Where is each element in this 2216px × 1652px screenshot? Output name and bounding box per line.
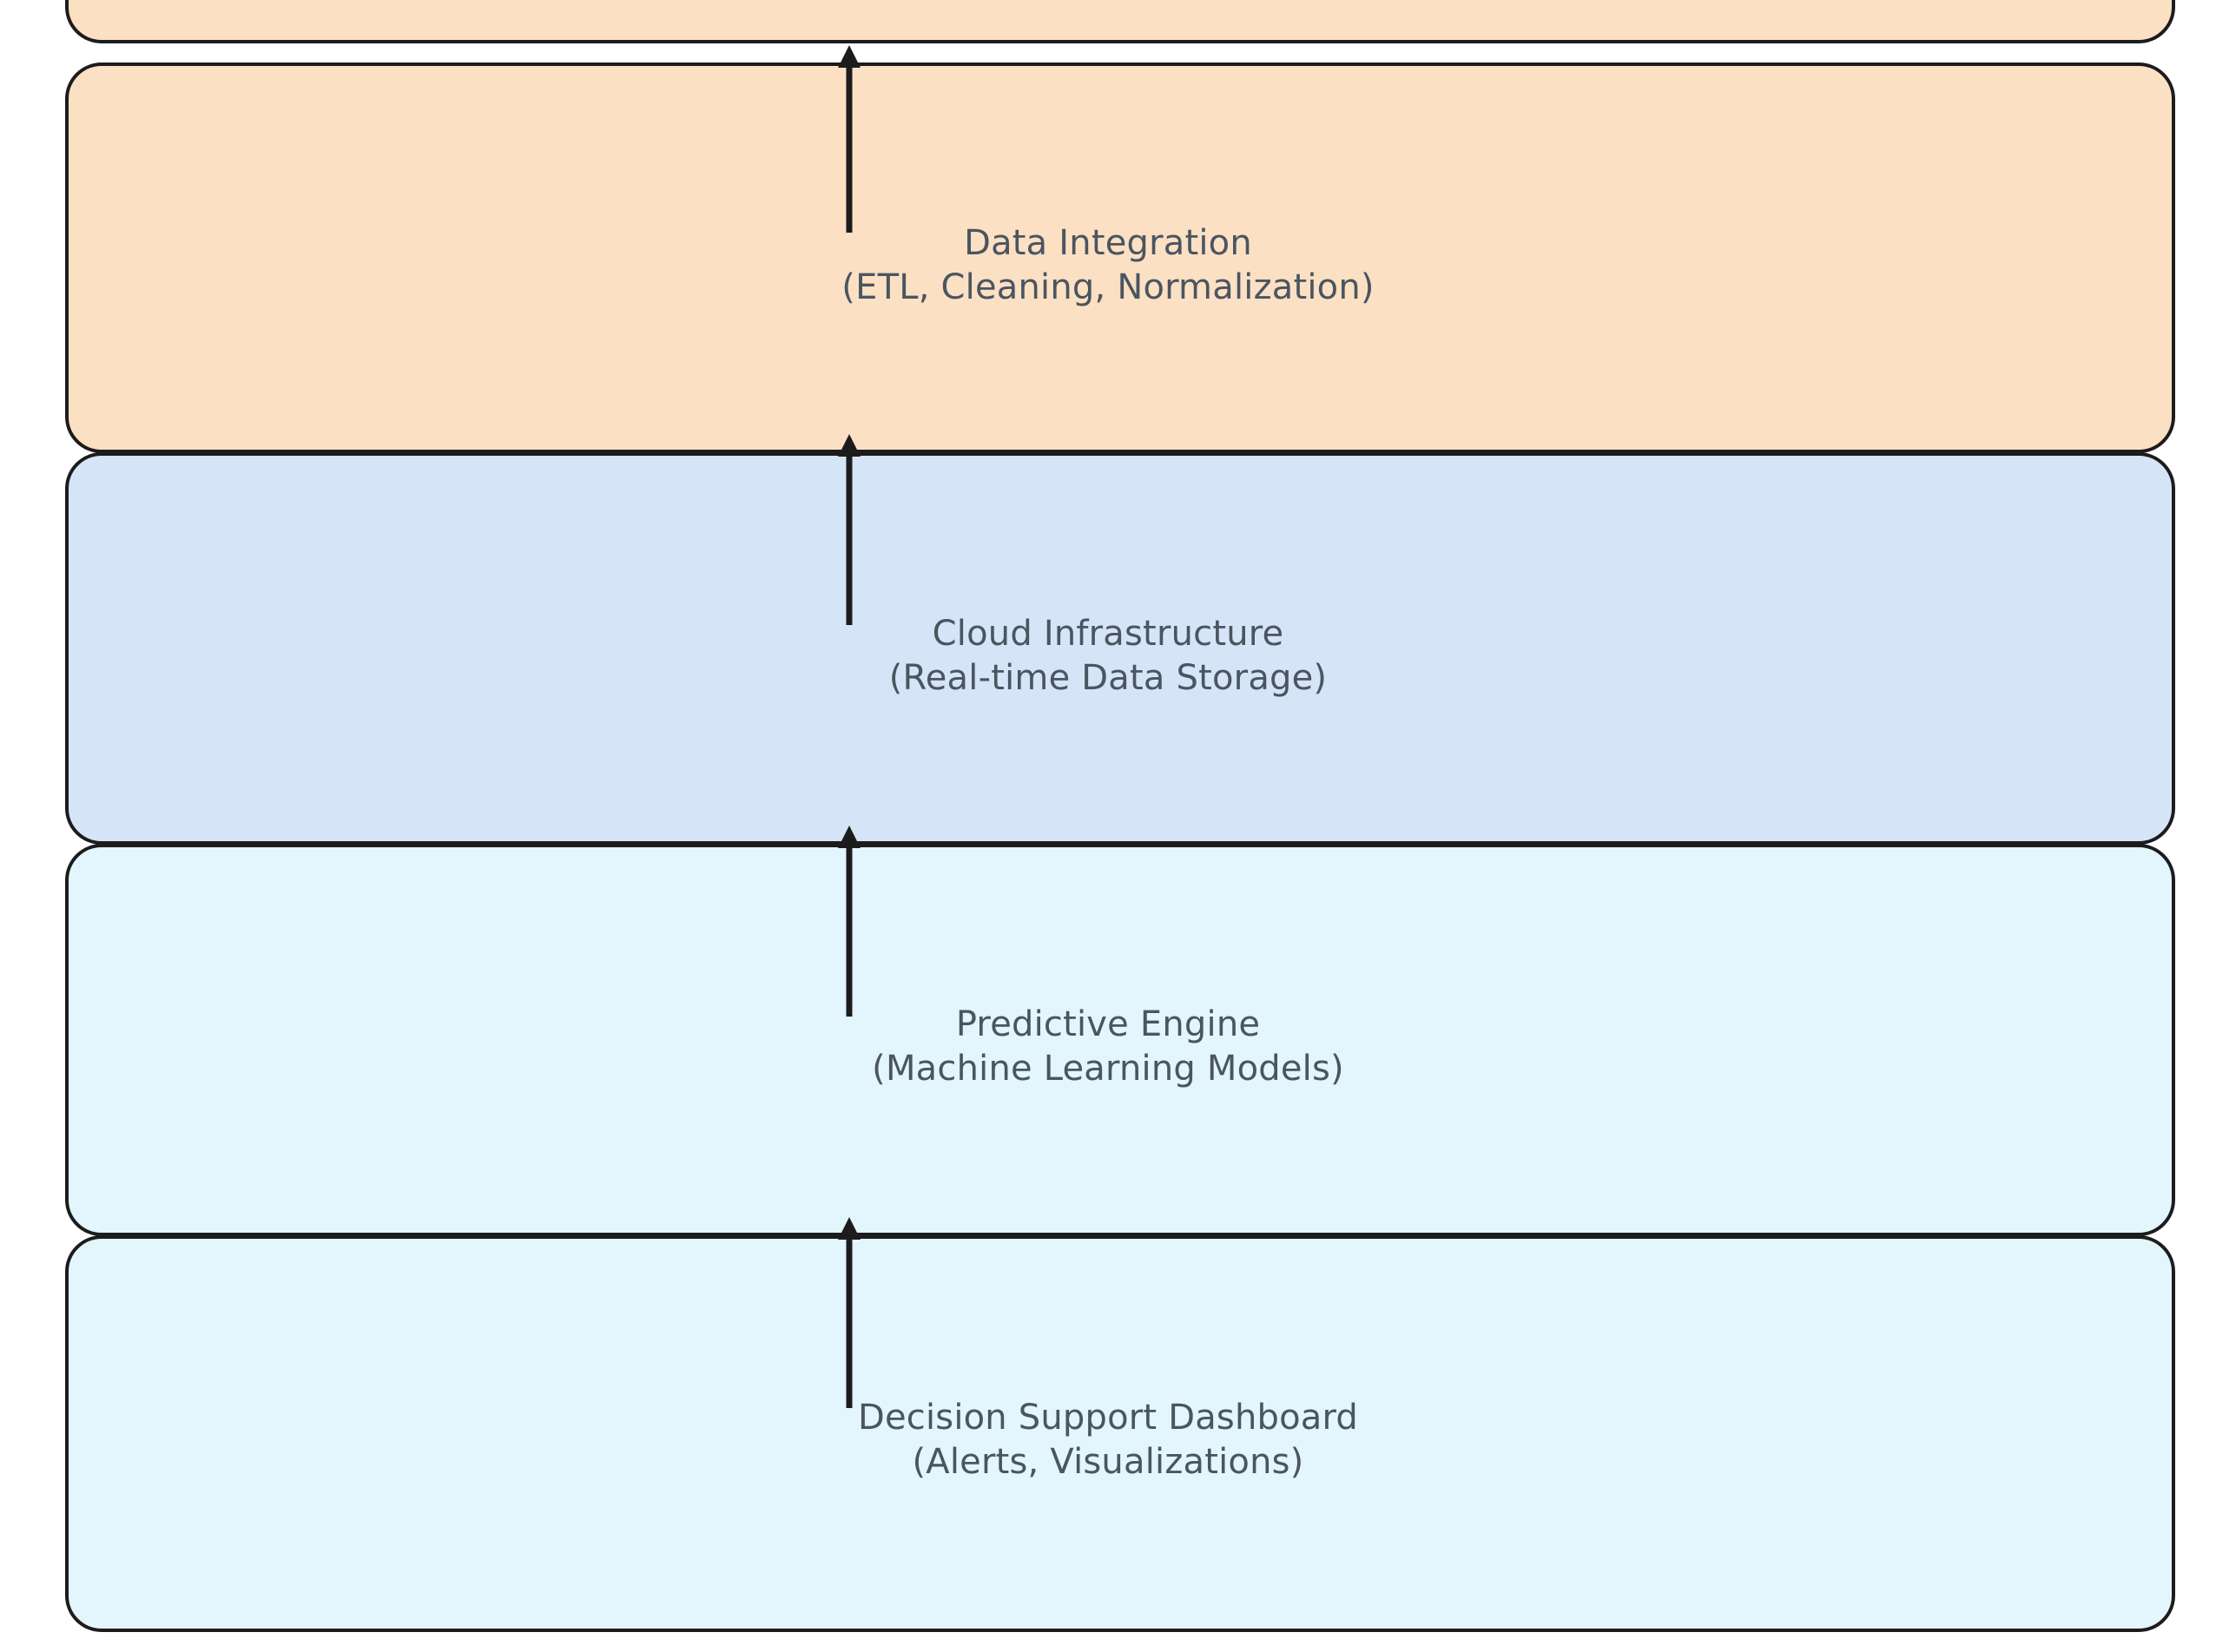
- layer-box-decision-support-dashboard[interactable]: [65, 1235, 2175, 1632]
- flow-arrow-up-from-predictive-engine: [823, 826, 875, 1017]
- flow-arrow-up-from-cloud-infrastructure: [823, 434, 875, 625]
- flow-arrow-up-from-decision-support-dashboard: [823, 1217, 875, 1408]
- layer-box-predictive-engine[interactable]: [65, 844, 2175, 1236]
- layer-box-top-partial[interactable]: [65, 0, 2175, 43]
- layer-box-data-integration[interactable]: [65, 63, 2175, 453]
- layer-box-cloud-infrastructure[interactable]: [65, 452, 2175, 845]
- flow-arrow-up-from-data-integration: [823, 45, 875, 233]
